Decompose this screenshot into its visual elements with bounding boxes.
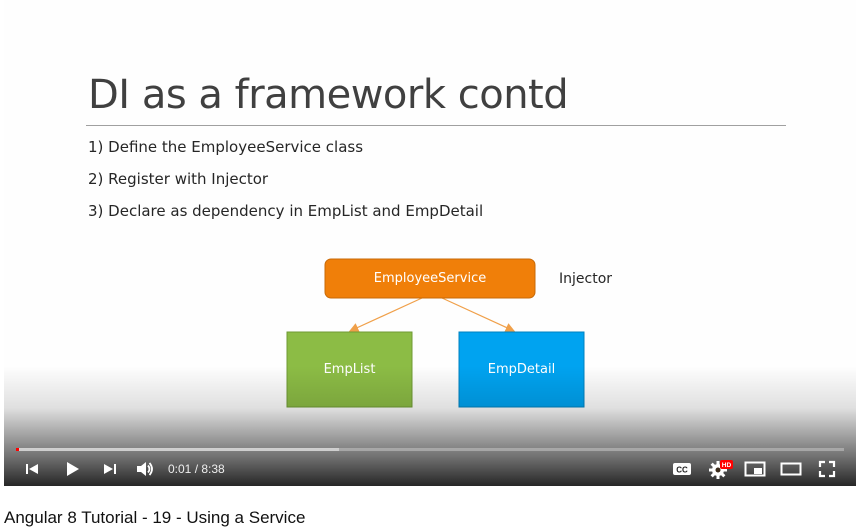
video-title: Angular 8 Tutorial - 19 - Using a Servic… bbox=[4, 508, 306, 527]
mute-button[interactable] bbox=[132, 456, 158, 482]
captions-icon: CC bbox=[673, 463, 691, 475]
svg-text:CC: CC bbox=[676, 466, 688, 475]
captions-button[interactable]: CC bbox=[670, 456, 694, 482]
skip-previous-icon bbox=[26, 464, 38, 474]
play-button[interactable] bbox=[58, 456, 86, 482]
step-3: 3) Declare as dependency in EmpList and … bbox=[88, 202, 484, 220]
slide-title: DI as a framework contd bbox=[88, 72, 569, 118]
step-1: 1) Define the EmployeeService class bbox=[88, 138, 364, 156]
progress-played bbox=[16, 448, 19, 451]
skip-next-icon bbox=[104, 464, 116, 474]
hd-badge-label: HD bbox=[722, 462, 732, 469]
theater-mode-icon bbox=[780, 462, 802, 476]
employee-service-box bbox=[324, 258, 536, 299]
play-icon bbox=[67, 462, 79, 476]
theater-mode-button[interactable] bbox=[778, 456, 804, 482]
video-player[interactable]: DI as a framework contd 1) Define the Em… bbox=[4, 0, 856, 486]
arrow-to-empdetail bbox=[441, 297, 516, 332]
employee-service-label: EmployeeService bbox=[373, 271, 487, 286]
fullscreen-button[interactable] bbox=[814, 456, 840, 482]
next-button[interactable] bbox=[98, 456, 122, 482]
step-2: 2) Register with Injector bbox=[88, 170, 269, 188]
previous-button[interactable] bbox=[20, 456, 44, 482]
settings-button[interactable]: HD bbox=[706, 456, 736, 482]
time-display: 0:01 / 8:38 bbox=[168, 462, 225, 476]
volume-icon bbox=[137, 462, 153, 476]
player-controls: 0:01 / 8:38 CC HD bbox=[4, 452, 856, 486]
miniplayer-icon bbox=[744, 461, 766, 477]
progress-bar[interactable] bbox=[16, 448, 844, 451]
injector-label: Injector bbox=[559, 271, 613, 287]
title-divider bbox=[86, 125, 786, 126]
miniplayer-button[interactable] bbox=[742, 456, 768, 482]
hd-badge bbox=[720, 460, 733, 469]
arrow-to-emplist bbox=[348, 297, 423, 332]
fullscreen-icon bbox=[818, 460, 836, 478]
progress-loaded bbox=[16, 448, 339, 451]
settings-gear-icon: HD bbox=[709, 460, 733, 479]
